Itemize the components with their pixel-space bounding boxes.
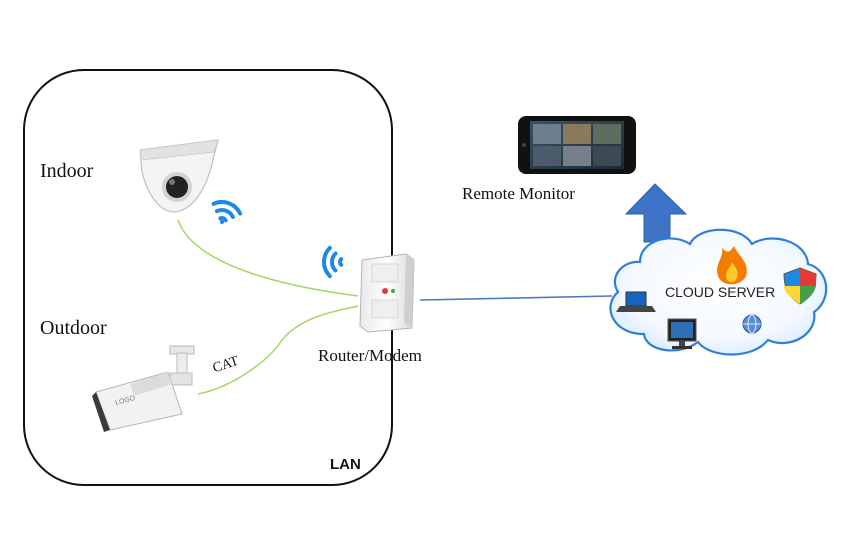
cat-cable (197, 305, 359, 395)
laptop-icon (616, 291, 656, 312)
router-label: Router/Modem (318, 346, 422, 365)
smartphone-icon (518, 116, 636, 174)
globe-icon (742, 314, 762, 334)
remote-monitor-label: Remote Monitor (462, 184, 575, 203)
router-icon (359, 253, 415, 333)
monitor-icon (667, 318, 697, 349)
cloud-server-label: CLOUD SERVER (665, 284, 776, 300)
outdoor-label: Outdoor (40, 317, 107, 339)
shield-icon (783, 267, 817, 305)
flame-icon (717, 246, 747, 285)
wifi-icon (322, 245, 344, 279)
dome-camera-icon (139, 139, 219, 213)
cloud-icon (609, 228, 828, 356)
indoor-label: Indoor (40, 160, 94, 182)
bullet-camera-icon: LOGO (92, 345, 195, 432)
indoor-wire (177, 219, 359, 297)
internet-link (419, 295, 613, 301)
lan-boundary (23, 69, 393, 486)
up-arrow-icon (624, 183, 688, 243)
lan-label: LAN (330, 456, 361, 473)
wifi-icon (211, 200, 243, 224)
